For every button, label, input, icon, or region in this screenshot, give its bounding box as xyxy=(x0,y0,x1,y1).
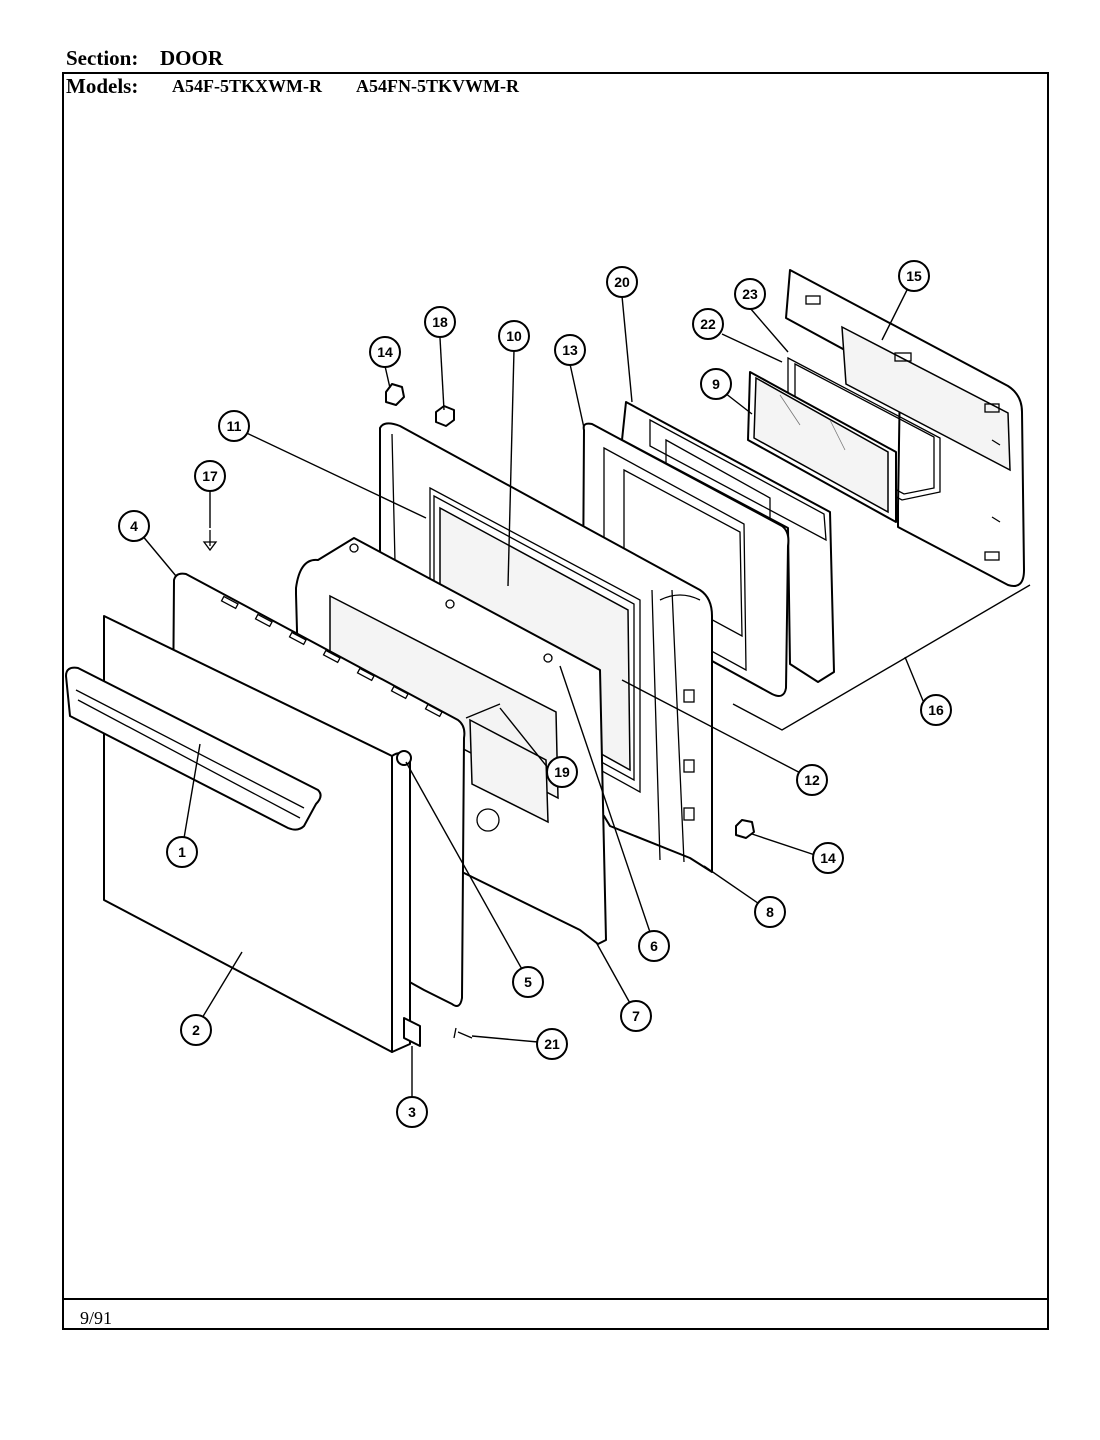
svg-text:21: 21 xyxy=(544,1036,560,1052)
callout-14-top: 14 xyxy=(369,336,401,368)
callout-16: 16 xyxy=(920,694,952,726)
svg-text:13: 13 xyxy=(562,342,578,358)
svg-text:2: 2 xyxy=(192,1022,200,1038)
svg-text:12: 12 xyxy=(804,772,820,788)
callout-7: 7 xyxy=(620,1000,652,1032)
part-18-spacer xyxy=(435,405,455,427)
part-14-top-clip xyxy=(385,383,405,406)
diagram-frame xyxy=(62,72,1049,1330)
part-15-back-panel xyxy=(785,269,1025,587)
callout-2: 2 xyxy=(180,1014,212,1046)
svg-text:5: 5 xyxy=(524,974,532,990)
part-9-inner-glass xyxy=(747,371,897,523)
svg-text:10: 10 xyxy=(506,328,522,344)
callout-20: 20 xyxy=(606,266,638,298)
svg-text:3: 3 xyxy=(408,1104,416,1120)
svg-text:22: 22 xyxy=(700,316,716,332)
svg-text:18: 18 xyxy=(432,314,448,330)
callout-11: 11 xyxy=(218,410,250,442)
callout-13: 13 xyxy=(554,334,586,366)
svg-text:17: 17 xyxy=(202,468,218,484)
part-5-bumper xyxy=(396,750,412,766)
svg-text:16: 16 xyxy=(928,702,944,718)
svg-text:4: 4 xyxy=(130,518,138,534)
part-16-outline xyxy=(732,584,1031,731)
part-3-hinge-bracket xyxy=(403,1017,421,1047)
svg-text:6: 6 xyxy=(650,938,658,954)
svg-text:11: 11 xyxy=(227,418,242,434)
callout-12: 12 xyxy=(796,764,828,796)
section-label: Section: xyxy=(66,46,139,70)
callout-3: 3 xyxy=(396,1096,428,1128)
callout-6: 6 xyxy=(638,930,670,962)
svg-text:20: 20 xyxy=(614,274,630,290)
callout-4: 4 xyxy=(118,510,150,542)
part-19-pin xyxy=(465,703,501,719)
callout-22: 22 xyxy=(692,308,724,340)
svg-text:14: 14 xyxy=(377,344,393,360)
callout-19: 19 xyxy=(546,756,578,788)
svg-text:9: 9 xyxy=(712,376,720,392)
svg-text:7: 7 xyxy=(632,1008,640,1024)
svg-text:15: 15 xyxy=(906,268,922,284)
part-1-handle xyxy=(65,666,322,831)
callout-17: 17 xyxy=(194,460,226,492)
model-number-2: A54FN-5TKVWM-R xyxy=(356,76,519,96)
callout-23: 23 xyxy=(734,278,766,310)
callout-18: 18 xyxy=(424,306,456,338)
section-value: DOOR xyxy=(160,46,223,70)
callout-9: 9 xyxy=(700,368,732,400)
callout-5: 5 xyxy=(512,966,544,998)
models-label: Models: xyxy=(66,74,139,98)
callout-15: 15 xyxy=(898,260,930,292)
callout-10: 10 xyxy=(498,320,530,352)
svg-text:19: 19 xyxy=(554,764,570,780)
footer-date: 9/91 xyxy=(80,1308,113,1328)
footer-divider xyxy=(62,1298,1049,1300)
svg-text:14: 14 xyxy=(820,850,836,866)
part-21-screw xyxy=(453,1027,473,1039)
part-17-screw xyxy=(202,530,218,552)
svg-text:8: 8 xyxy=(766,904,774,920)
part-14-bottom-clip xyxy=(735,819,755,839)
callout-8: 8 xyxy=(754,896,786,928)
callout-21: 21 xyxy=(536,1028,568,1060)
model-number-1: A54F-5TKXWM-R xyxy=(172,76,322,96)
svg-text:23: 23 xyxy=(742,286,758,302)
callout-1: 1 xyxy=(166,836,198,868)
callout-14-bottom: 14 xyxy=(812,842,844,874)
svg-text:1: 1 xyxy=(178,844,186,860)
